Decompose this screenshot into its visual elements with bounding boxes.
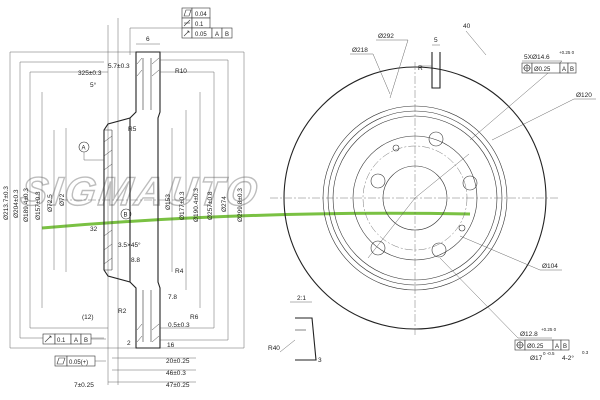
stud-hole (431, 242, 447, 258)
detail-scale: 2:1 (297, 295, 306, 302)
stud-hole (462, 175, 478, 191)
dim-325: 325±0.3 (78, 70, 102, 77)
front-d-17-tol: 0 -0.5 (543, 351, 555, 356)
dim-7-8: 7.8 (168, 294, 177, 301)
front-d-292: Ø292 (378, 33, 394, 40)
studs-tol: +0.25 0 (541, 327, 557, 332)
dia-274: Ø274 (221, 196, 228, 212)
dim-r4: R4 (175, 268, 184, 275)
watermark: SIGMAUTO (17, 168, 471, 230)
dia-177: Ø177±0.3 (179, 191, 186, 220)
front-d-120: Ø120 (576, 92, 592, 99)
stud-hole (370, 240, 386, 256)
detail-3: 3 (318, 357, 322, 364)
locating-hole (458, 224, 466, 232)
dim-0-5: 0.5±0.3 (168, 322, 190, 329)
studs-pos-datum-b: B (563, 344, 567, 350)
dia-72-5: Ø72.5 (47, 194, 54, 212)
front-d-40: 40 (463, 23, 471, 30)
dia-299-8: Ø299.8±0.3 (237, 188, 244, 222)
top-frame-runout: 0.05 (195, 32, 207, 38)
bottom-runout-value: 0.1 (57, 338, 66, 344)
wheel-stud-holes (370, 131, 478, 258)
holes-callout: 5XØ14.6 (524, 54, 550, 61)
holes-pos-datum-b: B (570, 67, 574, 73)
front-angle-42: 4-2° (562, 354, 574, 362)
dia-72: Ø72 (59, 193, 66, 206)
dia-189-4: Ø189.4±0.3 (23, 188, 30, 222)
studs-callout: Ø12.8 (520, 331, 538, 338)
top-frame-datum-b: B (225, 32, 229, 38)
dim-r10: R10 (175, 68, 187, 75)
stud-hole (370, 173, 386, 189)
datum-b-label: B (124, 213, 128, 219)
dim-47: 47±0.25 (166, 382, 190, 389)
dim-chamfer: 3.5×45° (118, 241, 141, 249)
flatness-icon (183, 9, 192, 17)
bottom-runout-datum-b: B (84, 338, 88, 344)
holes-pos-datum-a: A (562, 67, 566, 73)
front-view: 5 R 40 Ø292 Ø218 5XØ14.6 +0.25 0 Ø0.25 A… (270, 23, 596, 362)
front-d-218: Ø218 (352, 47, 368, 54)
diameter-labels: Ø213.7±0.3 Ø204±0.3 Ø189.4±0.3 Ø157±0.3 … (3, 186, 244, 222)
dim-angle-5: 5° (90, 81, 97, 89)
front-d-5: 5 (434, 37, 438, 44)
stud-hole (428, 131, 444, 147)
dia-204: Ø204±0.3 (13, 189, 20, 218)
dim-r2: R2 (118, 308, 127, 315)
studs-pos-datum-a: A (555, 344, 559, 350)
locating-hole (392, 144, 400, 152)
top-frame-datum-a: A (215, 32, 219, 38)
side-view-dimensions: 6 5.7±0.3 325±0.3 5° R10 R5 32 3.5×45° 8… (74, 36, 199, 389)
top-frame-parallel: 0.1 (195, 22, 204, 28)
locating-holes (392, 144, 466, 232)
datum-a-label: A (82, 146, 86, 152)
dia-257: Ø257±0.8 (207, 191, 214, 220)
dim-32: 32 (90, 226, 98, 233)
front-d-17: Ø17 (530, 355, 543, 362)
holes-tol: +0.25 0 (559, 50, 575, 55)
dia-190-4: Ø190.4±0.3 (193, 188, 200, 222)
dia-157: Ø157±0.3 (35, 191, 42, 220)
detail-r40: R40 (268, 345, 280, 352)
dim-7: 7±0.25 (74, 382, 94, 389)
holes-pos-tol: Ø0.25 (534, 67, 551, 73)
dia-153: Ø153 (165, 194, 172, 210)
top-frame-flatness: 0.04 (195, 12, 207, 18)
datum-b-circle (120, 208, 132, 220)
runout-icon-bottom (44, 335, 52, 343)
detail-profile (295, 317, 317, 361)
detail-view: 2:1 R40 3 (268, 295, 322, 364)
hat-hatching (103, 135, 113, 265)
front-d-104: Ø104 (542, 263, 558, 270)
front-r: R (418, 65, 423, 72)
runout-icon (183, 30, 190, 37)
dia-213-7: Ø213.7±0.3 (3, 186, 10, 220)
studs-pos-tol: Ø0.25 (527, 344, 544, 350)
dim-16: 16 (167, 342, 175, 349)
dim-2: 2 (127, 340, 131, 347)
dim-46: 46±0.3 (166, 370, 186, 377)
watermark-swoosh (41, 211, 471, 230)
dim-20: 20±0.25 (166, 358, 190, 365)
dim-width-6: 6 (146, 36, 150, 43)
top-tolerance-frame: 0.04 0.1 0.05 A B (129, 7, 233, 55)
dim-5-7: 5.7±0.3 (108, 63, 130, 70)
dim-r6: R6 (190, 314, 199, 321)
bottom-tolerance-frames: 0.1 A B 0.05(+) (42, 333, 106, 367)
front-angle-tol: 0.3 (582, 350, 589, 355)
flatness-icon-bottom (56, 357, 66, 365)
bottom-runout-datum-a: A (74, 338, 78, 344)
dim-12: (12) (82, 314, 94, 321)
bottom-flatness-value: 0.05(+) (69, 360, 88, 366)
watermark-text: SIGMAUTO (18, 169, 263, 214)
dim-r5: R5 (128, 126, 137, 133)
vent-slot (431, 52, 441, 89)
dim-8-8: 8.8 (131, 257, 140, 264)
side-view: A B (9, 18, 245, 385)
